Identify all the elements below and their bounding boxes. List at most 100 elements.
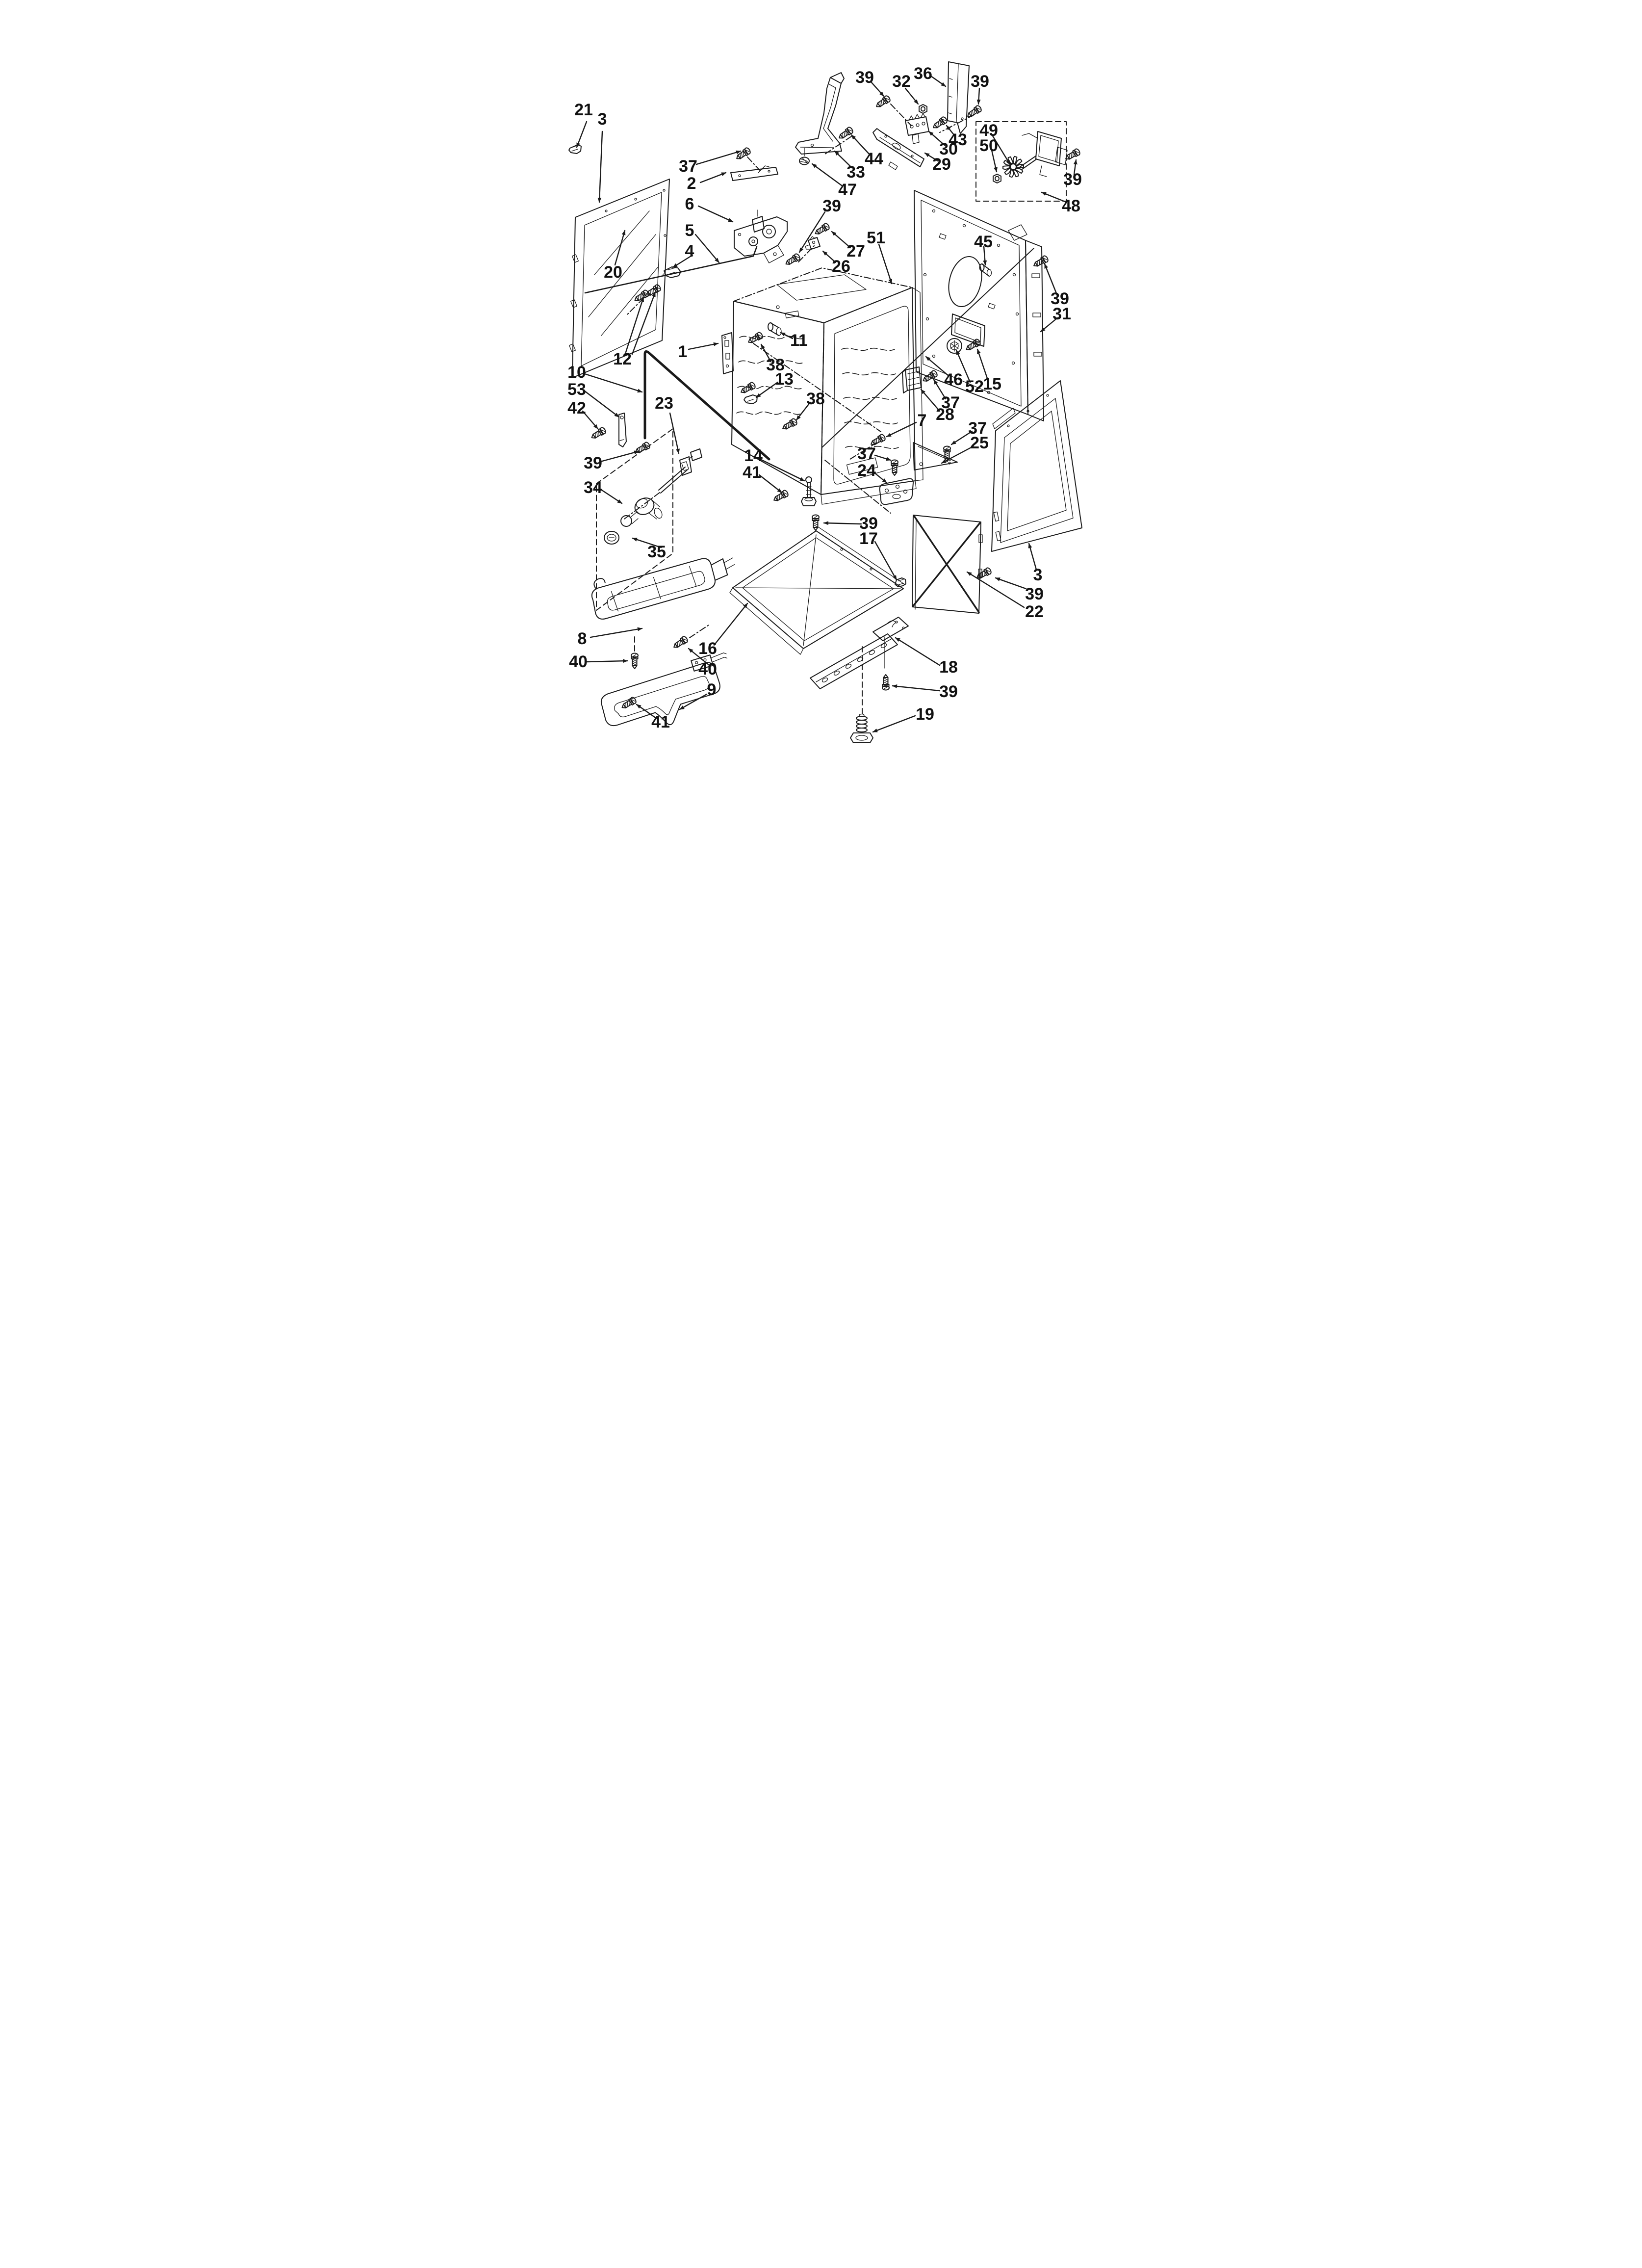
callout-label-43: 43	[949, 130, 967, 149]
callout-arrow-53	[584, 390, 620, 418]
oven-bottom-panel-16	[729, 526, 906, 655]
bake-element-9	[600, 652, 728, 727]
callout-label-20: 20	[604, 263, 622, 282]
oven-door-left	[569, 179, 670, 378]
switch-26	[805, 236, 821, 250]
callout-label-39: 39	[939, 682, 958, 701]
callout-arrow-34	[599, 488, 623, 504]
callout-arrow-12	[625, 296, 644, 353]
callout-arrow-26	[822, 250, 837, 263]
callout-label-40: 40	[569, 652, 588, 671]
callout-arrow-12	[631, 291, 656, 355]
callout-label-41: 41	[743, 463, 761, 482]
clip-13	[744, 394, 758, 404]
vent-grommet-47	[799, 148, 810, 165]
screw-icon	[965, 104, 983, 120]
ground-strap-53	[618, 413, 627, 447]
screw-icon	[633, 441, 651, 456]
callout-label-4: 4	[685, 242, 694, 261]
side-panel-22	[912, 515, 983, 614]
callout-label-39: 39	[584, 454, 602, 472]
sensor-wire-5	[584, 246, 758, 294]
callout-label-37: 37	[968, 419, 987, 438]
callout-label-45: 45	[974, 233, 993, 251]
convection-motor-48	[1020, 131, 1068, 177]
callout-arrow-1	[688, 342, 719, 350]
spacer-11	[768, 322, 782, 336]
callout-arrow-46	[925, 356, 949, 377]
callout-label-21: 21	[574, 101, 593, 119]
callout-arrow-24	[873, 471, 888, 484]
callout-arrow-39	[1044, 263, 1057, 294]
callout-arrow-27	[831, 231, 851, 249]
screw-icon	[632, 288, 650, 304]
callout-arrow-37	[695, 150, 742, 165]
callout-arrow-11	[780, 332, 794, 339]
callout-arrow-48	[1041, 191, 1067, 203]
callout-arrow-33	[834, 150, 853, 169]
callout-arrow-21	[576, 121, 588, 148]
callout-label-18: 18	[939, 658, 958, 677]
callout-arrow-43	[946, 125, 955, 136]
oven-door-right	[991, 380, 1082, 552]
callout-arrow-29	[924, 152, 939, 162]
callout-label-36: 36	[914, 64, 932, 83]
callout-arrow-39	[870, 81, 885, 97]
callout-label-24: 24	[857, 461, 876, 480]
light-bulb	[620, 511, 640, 527]
screw-icon	[739, 381, 757, 396]
callout-arrow-9	[679, 693, 708, 710]
corner-gusset-25	[913, 442, 958, 470]
callout-label-52: 52	[965, 377, 984, 396]
callout-arrow-39	[599, 450, 640, 463]
screw-icon	[812, 514, 820, 531]
callout-label-32: 32	[892, 72, 911, 91]
nut-icon	[993, 174, 1001, 183]
callout-label-19: 19	[916, 705, 934, 724]
callout-arrow-47	[811, 163, 843, 186]
callout-label-38: 38	[806, 390, 825, 408]
callout-label-26: 26	[832, 257, 850, 276]
callout-arrow-4	[672, 254, 693, 268]
callout-label-23: 23	[655, 394, 673, 413]
callout-label-37: 37	[857, 444, 876, 463]
rear-panel-31	[914, 190, 1044, 421]
callout-arrow-41	[636, 704, 657, 719]
callout-arrow-19	[872, 715, 916, 733]
screw-icon	[1031, 254, 1050, 269]
callout-label-46: 46	[944, 370, 963, 389]
callout-arrow-28	[920, 389, 941, 412]
oven-light-kit	[596, 428, 673, 611]
door-hinge-clip-21	[568, 144, 582, 154]
callout-label-17: 17	[859, 529, 878, 548]
callout-label-41: 41	[651, 713, 670, 731]
callout-label-39: 39	[1025, 585, 1044, 603]
support-channel-29	[872, 128, 924, 170]
callout-arrow-36	[930, 75, 947, 87]
fan-blade-49	[1002, 156, 1024, 178]
callout-arrow-39	[1073, 159, 1078, 176]
callout-arrow-37	[950, 430, 973, 445]
callout-arrow-38	[760, 343, 771, 362]
callout-label-11: 11	[790, 331, 808, 350]
lamp-socket-34	[634, 497, 663, 520]
callout-arrow-32	[904, 87, 919, 105]
callout-arrow-45	[983, 245, 987, 266]
callout-label-39: 39	[859, 514, 878, 533]
terminal-bracket-30	[905, 113, 929, 144]
callout-label-3: 3	[1033, 566, 1043, 584]
nut-icon	[919, 104, 927, 114]
callout-arrow-39	[995, 577, 1027, 590]
callout-label-27: 27	[847, 242, 865, 261]
callout-label-33: 33	[847, 163, 865, 182]
callout-arrow-16	[713, 602, 748, 646]
callout-label-7: 7	[918, 411, 927, 430]
callout-arrow-2	[699, 172, 727, 183]
callout-arrow-49	[992, 135, 1011, 166]
callout-label-49: 49	[979, 121, 998, 140]
spacer-45	[979, 263, 992, 277]
callout-label-47: 47	[838, 181, 857, 199]
wiring-bracket-28	[902, 366, 922, 393]
